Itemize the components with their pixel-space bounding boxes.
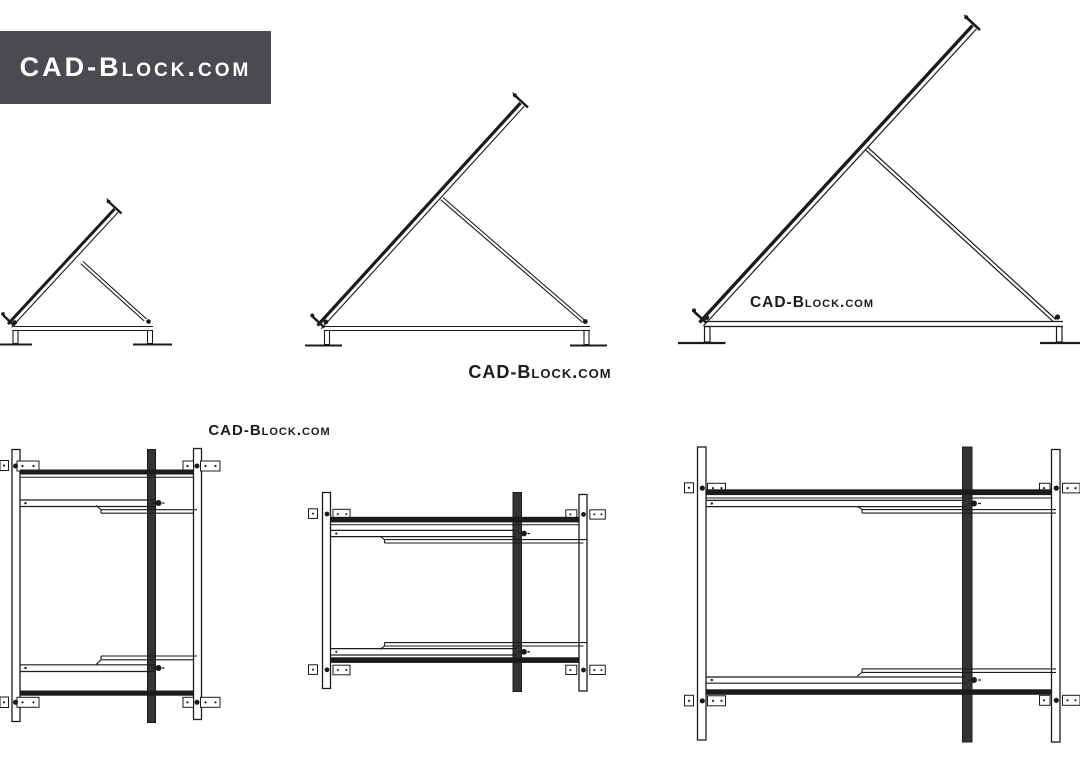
diagonal-brace	[440, 197, 586, 323]
mounting-bracket	[565, 664, 578, 676]
rail-bolt	[971, 677, 977, 683]
top-assembly	[308, 508, 606, 544]
bottom-assembly	[0, 655, 221, 708]
rail-bolt	[699, 698, 705, 704]
rail-center-dark	[512, 492, 522, 692]
rail-bolt	[324, 667, 330, 673]
vertical-rails	[696, 446, 1061, 743]
rail-bolt	[1053, 697, 1059, 703]
bottom-clamp	[691, 308, 707, 324]
base-beam	[325, 325, 590, 332]
bottom-clamp	[310, 313, 326, 329]
top-assembly	[684, 482, 1080, 514]
watermark-center: CAD-Block.com	[468, 362, 612, 382]
rail-left	[11, 448, 21, 723]
logo-text: CAD-Block.com	[19, 52, 252, 82]
cross-rail-heavy	[706, 489, 1052, 496]
rail-bolt	[155, 665, 162, 671]
bottom-assembly	[684, 668, 1080, 707]
rail-bolt	[13, 699, 18, 705]
panel-rail	[698, 24, 977, 327]
cross-rail-heavy	[20, 690, 194, 696]
solar-side-view-small	[0, 198, 172, 346]
rail-right	[192, 447, 203, 721]
top-clamp	[106, 198, 123, 215]
watermark-right-panel: CAD-Block.com	[749, 294, 875, 311]
panel-rail	[6, 207, 119, 328]
mounting-frame-plan-right	[684, 446, 1080, 743]
panel-rail	[316, 101, 525, 330]
rail-bolt	[13, 463, 18, 469]
bottom-clamp	[1, 312, 16, 327]
mounting-bracket	[200, 696, 221, 708]
cross-rail	[706, 676, 966, 684]
rail-left	[696, 446, 707, 741]
rail-bolt	[521, 530, 527, 537]
mounting-frame-plan-left	[0, 447, 221, 723]
diagonal-brace	[865, 147, 1057, 323]
mounting-bracket	[589, 509, 606, 520]
cross-rail	[706, 499, 966, 508]
mounting-frame-plan-middle	[308, 491, 606, 692]
mounting-bracket	[16, 696, 40, 708]
mounting-bracket	[332, 664, 351, 676]
mounting-bracket	[1062, 482, 1080, 494]
rail-bolt	[324, 511, 330, 517]
rail-bolt	[194, 463, 200, 469]
top-clamp	[963, 14, 981, 31]
diagonal-brace	[80, 261, 147, 322]
rail-left	[321, 491, 332, 690]
cross-rail	[330, 648, 516, 656]
cross-rail-heavy	[20, 469, 194, 475]
mounting-bracket	[589, 664, 606, 676]
hinge-bolts	[12, 319, 151, 325]
rail-bolt	[581, 512, 586, 517]
rail-center-dark	[147, 449, 156, 723]
hinge-bolts	[323, 319, 588, 325]
support-feet	[12, 329, 154, 345]
rail-bolt	[581, 667, 586, 673]
cross-rail	[20, 499, 156, 508]
base-beam	[705, 320, 1063, 328]
mounting-bracket	[1062, 694, 1080, 706]
base-beam	[14, 325, 153, 332]
stepped-rail	[856, 505, 1056, 514]
rail-bolt	[1053, 485, 1059, 491]
stepped-rail	[379, 535, 587, 544]
rail-right	[578, 493, 588, 692]
cross-rail-heavy	[706, 689, 1052, 695]
rail-bolt	[971, 500, 977, 507]
watermark-left-frame: CAD-Block.com	[208, 422, 331, 439]
stepped-rail	[95, 655, 197, 665]
cross-rail-heavy	[330, 516, 579, 523]
solar-side-view-large	[678, 14, 1080, 345]
top-assembly	[0, 460, 221, 514]
rail-right	[1050, 448, 1061, 743]
stepped-rail	[856, 668, 1056, 677]
support-feet	[703, 325, 1063, 343]
rail-center-dark	[962, 446, 973, 743]
bottom-assembly	[308, 642, 606, 676]
rail-bolt	[194, 699, 200, 705]
mounting-bracket	[707, 695, 726, 707]
cross-rail	[20, 664, 156, 673]
logo-banner: CAD-Block.com	[0, 31, 271, 104]
mounting-bracket	[200, 460, 221, 472]
rail-bolt	[155, 500, 162, 506]
stepped-rail	[95, 505, 197, 514]
vertical-rails	[11, 447, 203, 723]
rail-bolt	[699, 485, 705, 491]
top-clamp	[512, 92, 529, 109]
vertical-rails	[321, 491, 588, 692]
support-feet	[323, 329, 590, 346]
cross-rail-heavy	[330, 657, 579, 663]
hinge-bolts	[703, 314, 1061, 321]
rail-bolt	[521, 648, 527, 655]
cross-rail	[330, 529, 516, 538]
solar-side-view-medium	[305, 92, 607, 347]
